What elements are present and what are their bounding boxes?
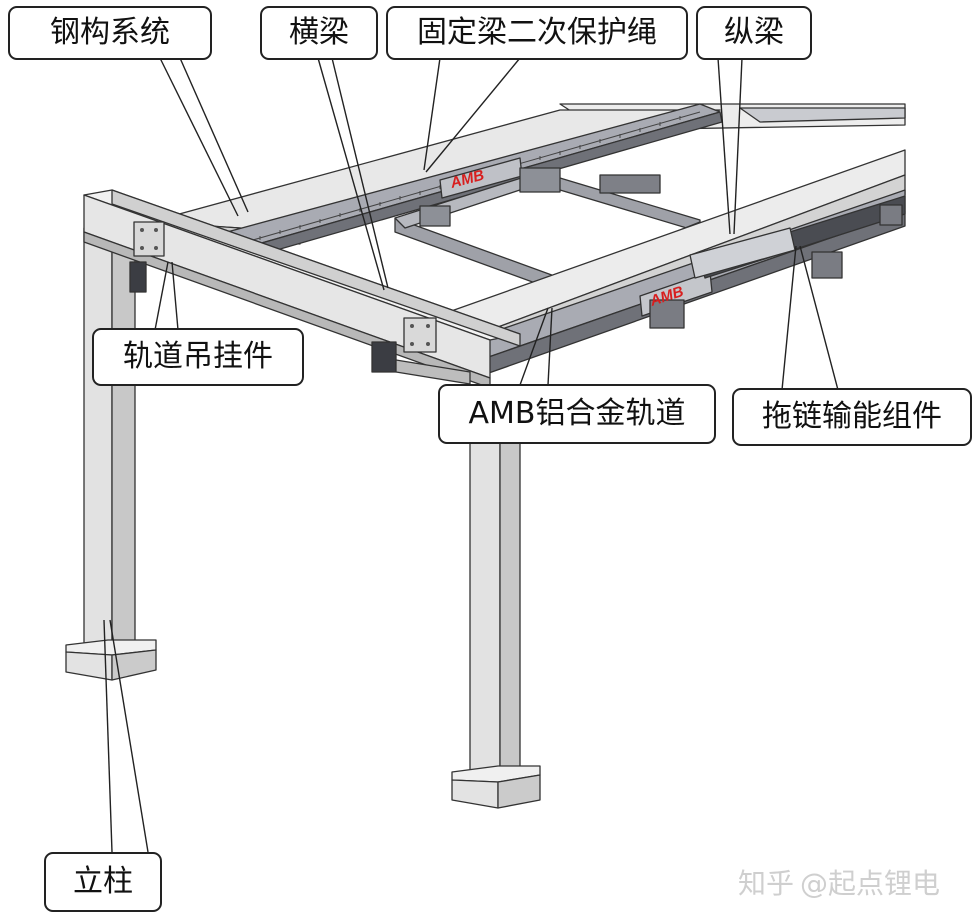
rail-hanger-left [129,261,147,293]
label-rail-hanger: 轨道吊挂件 [92,328,304,386]
carriage-block-1 [519,167,561,193]
watermark-author: @起点锂电 [800,867,941,900]
front-hanger-2 [811,251,843,279]
label-drag-chain: 拖链输能组件 [732,388,972,446]
front-hanger-1 [649,299,685,329]
front-hanger-3 [879,204,903,226]
left-column-front [83,227,113,653]
label-column: 立柱 [44,852,162,912]
cross-beam-flange [111,189,521,347]
right-base-front [451,779,499,809]
label-steel-system: 钢构系统 [8,6,212,60]
carriage-block-2 [419,205,451,227]
right-column-front [469,431,501,781]
watermark: 知乎 @起点锂电 [738,862,940,902]
carriage-block-3 [599,174,661,194]
rail-hanger-right [371,341,397,373]
label-safety-rope: 固定梁二次保护绳 [386,6,688,60]
far-frame-rail [739,107,906,123]
label-longitudinal-beam: 纵梁 [696,6,812,60]
label-aluminum-rail: AMB铝合金轨道 [438,384,716,444]
right-base-side [497,774,541,809]
right-head-plate [403,317,437,353]
right-column-side [499,425,521,781]
left-head-plate [133,221,165,257]
left-base-side [111,649,157,681]
leader-lines [103,57,839,853]
watermark-platform: 知乎 [738,867,795,900]
label-cross-beam: 横梁 [260,6,378,60]
